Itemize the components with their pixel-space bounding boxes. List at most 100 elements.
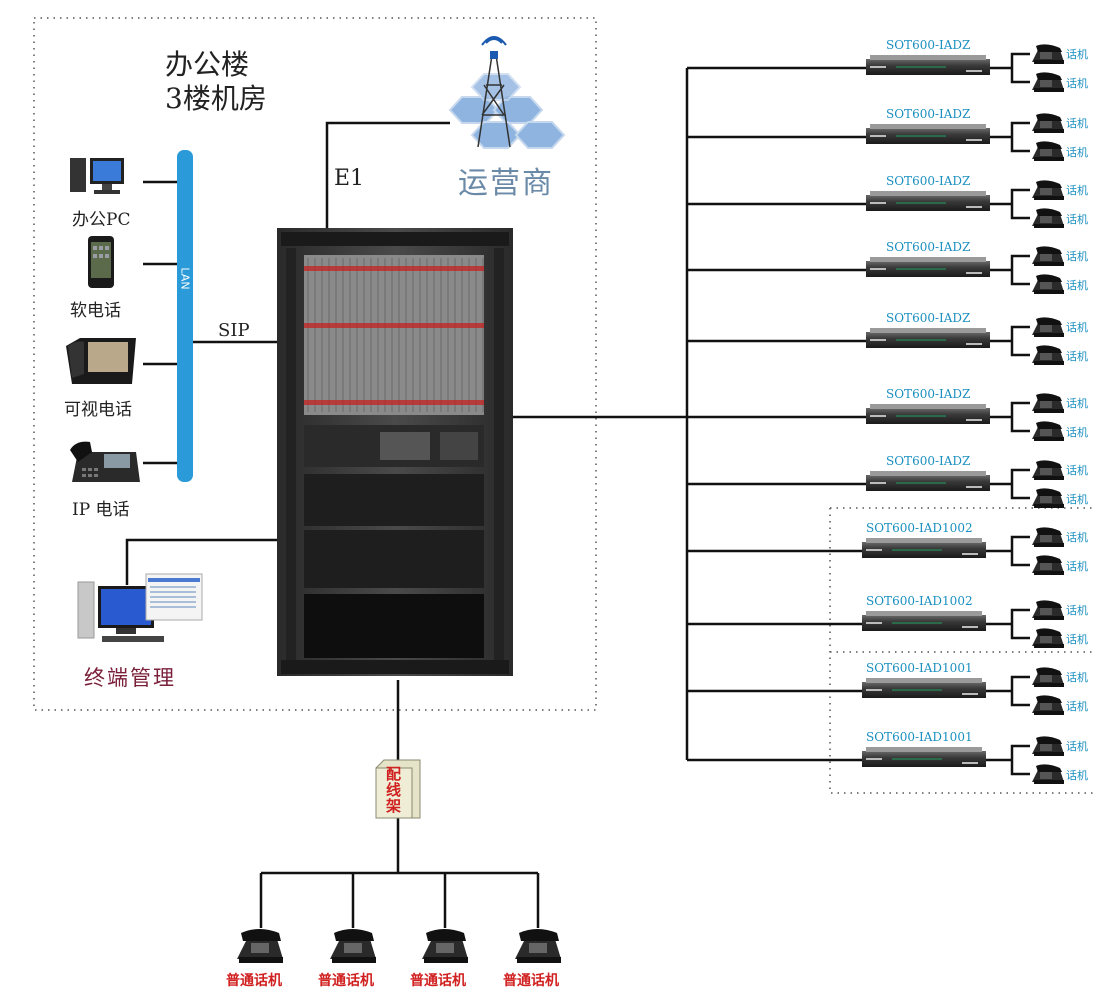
endpoint-label-videophone: 可视电话 (64, 400, 132, 420)
iad-phone-links (990, 254, 1030, 286)
distribution-frame-char-2: 线 (386, 781, 402, 799)
smartphone-icon (88, 236, 114, 288)
iad-phone-icon (1032, 345, 1064, 365)
iad-device-icon (866, 471, 990, 491)
iad-device-icon (866, 55, 990, 75)
iad-phone-icon (1032, 317, 1064, 337)
iad-phone-links (986, 744, 1030, 776)
iad-model-label: SOT600-IADZ (886, 454, 971, 468)
iad-phone-label: 话机 (1066, 671, 1088, 684)
iad-phone-label: 话机 (1066, 604, 1088, 617)
iad-device-icon (866, 404, 990, 424)
basic-phone-icon (237, 929, 283, 963)
iad-phone-label: 话机 (1066, 250, 1088, 263)
iad-device-icon (866, 124, 990, 144)
iad-phone-label: 话机 (1066, 769, 1088, 782)
iad-phone-icon (1032, 736, 1064, 756)
terminal-label: 终端管理 (84, 666, 176, 690)
iad-device-icon (862, 747, 986, 767)
iad-phone-icon (1032, 695, 1064, 715)
lan-bar (177, 150, 193, 482)
iad-phone-icon (1032, 141, 1064, 161)
iad-device-icon (862, 611, 986, 631)
iad-phone-label: 话机 (1066, 464, 1088, 477)
iad-model-label: SOT600-IADZ (886, 174, 971, 188)
iad-model-label: SOT600-IAD1002 (866, 594, 973, 608)
iad-phone-label: 话机 (1066, 48, 1088, 61)
building-title-line2: 3楼机房 (165, 82, 267, 115)
basic-phone-icon (330, 929, 376, 963)
iad-model-label: SOT600-IAD1002 (866, 521, 973, 535)
iad-device-icon (866, 191, 990, 211)
iad-phone-icon (1032, 628, 1064, 648)
ip-phone-icon (70, 441, 140, 482)
iad-model-label: SOT600-IADZ (886, 387, 971, 401)
building-boundary (33, 17, 597, 711)
iad-phone-icon (1032, 113, 1064, 133)
iad-phone-icon (1032, 180, 1064, 200)
desktop-pc-icon (70, 158, 124, 194)
distribution-frame-char-3: 架 (386, 797, 402, 815)
building-title-line1: 办公楼 (165, 48, 250, 81)
iad-phone-icon (1032, 421, 1064, 441)
iad-model-label: SOT600-IAD1001 (866, 730, 973, 744)
iad-phone-links (990, 468, 1030, 500)
distribution-frame-char-1: 配 (386, 765, 402, 783)
iad-device-icon (866, 257, 990, 277)
iad-phone-label: 话机 (1066, 493, 1088, 506)
frame-distribution (259, 818, 540, 928)
connection-lines (125, 68, 689, 928)
carrier-label: 运营商 (458, 166, 554, 201)
iad-phone-label: 话机 (1066, 633, 1088, 646)
iad-phone-links (990, 188, 1030, 220)
iad-phone-label: 话机 (1066, 740, 1088, 753)
iad-phone-label: 话机 (1066, 184, 1088, 197)
iad-phone-links (990, 121, 1030, 153)
management-pc-icon (77, 573, 203, 642)
iad-phone-icon (1032, 274, 1064, 294)
iad-phone-icon (1032, 527, 1064, 547)
cell-tower-icon (448, 36, 566, 149)
endpoint-label-softphone: 软电话 (70, 301, 121, 321)
basic-phone-icon (422, 929, 468, 963)
iad-phone-icon (1032, 555, 1064, 575)
iad-phone-label: 话机 (1066, 213, 1088, 226)
iad-phone-icon (1032, 460, 1064, 480)
basic-phone-label: 普通话机 (226, 973, 282, 989)
endpoint-label-ipphone: IP 电话 (72, 500, 130, 520)
basic-phone-icon (515, 929, 561, 963)
iad-phone-icon (1032, 667, 1064, 687)
iad-lines (687, 52, 1030, 776)
iad-phone-icon (1032, 600, 1064, 620)
endpoint-label-pc: 办公PC (72, 210, 131, 230)
basic-phones-icons (237, 929, 561, 963)
iad-model-label: SOT600-IADZ (886, 38, 971, 52)
iad-phone-icon (1032, 488, 1064, 508)
iad-phone-label: 话机 (1066, 531, 1088, 544)
terminal-link (125, 538, 277, 585)
iad-phone-links (986, 675, 1030, 707)
iad-phone-links (986, 608, 1030, 640)
iad-phone-icon (1032, 764, 1064, 784)
iad-device-icon (862, 678, 986, 698)
iad-phone-links (986, 535, 1030, 567)
iad-phone-label: 话机 (1066, 146, 1088, 159)
iad-model-label: SOT600-IADZ (886, 240, 971, 254)
distribution-frame-box (375, 759, 421, 819)
iad-phone-icon (1032, 246, 1064, 266)
iad-phone-icon (1032, 44, 1064, 64)
iad-phone-label: 话机 (1066, 350, 1088, 363)
basic-phone-label: 普通话机 (318, 973, 374, 989)
basic-phone-label: 普通话机 (410, 973, 466, 989)
iad-model-label: SOT600-IADZ (886, 311, 971, 325)
iad-phone-label: 话机 (1066, 397, 1088, 410)
basic-phone-label: 普通话机 (503, 973, 559, 989)
lan-branches (143, 180, 180, 465)
iad-devices (862, 44, 1064, 784)
iad-phone-label: 话机 (1066, 77, 1088, 90)
iad-phone-label: 话机 (1066, 700, 1088, 713)
iad-phone-label: 话机 (1066, 117, 1088, 130)
e1-link (325, 121, 450, 234)
iad-phone-label: 话机 (1066, 426, 1088, 439)
iad-phone-label: 话机 (1066, 279, 1088, 292)
